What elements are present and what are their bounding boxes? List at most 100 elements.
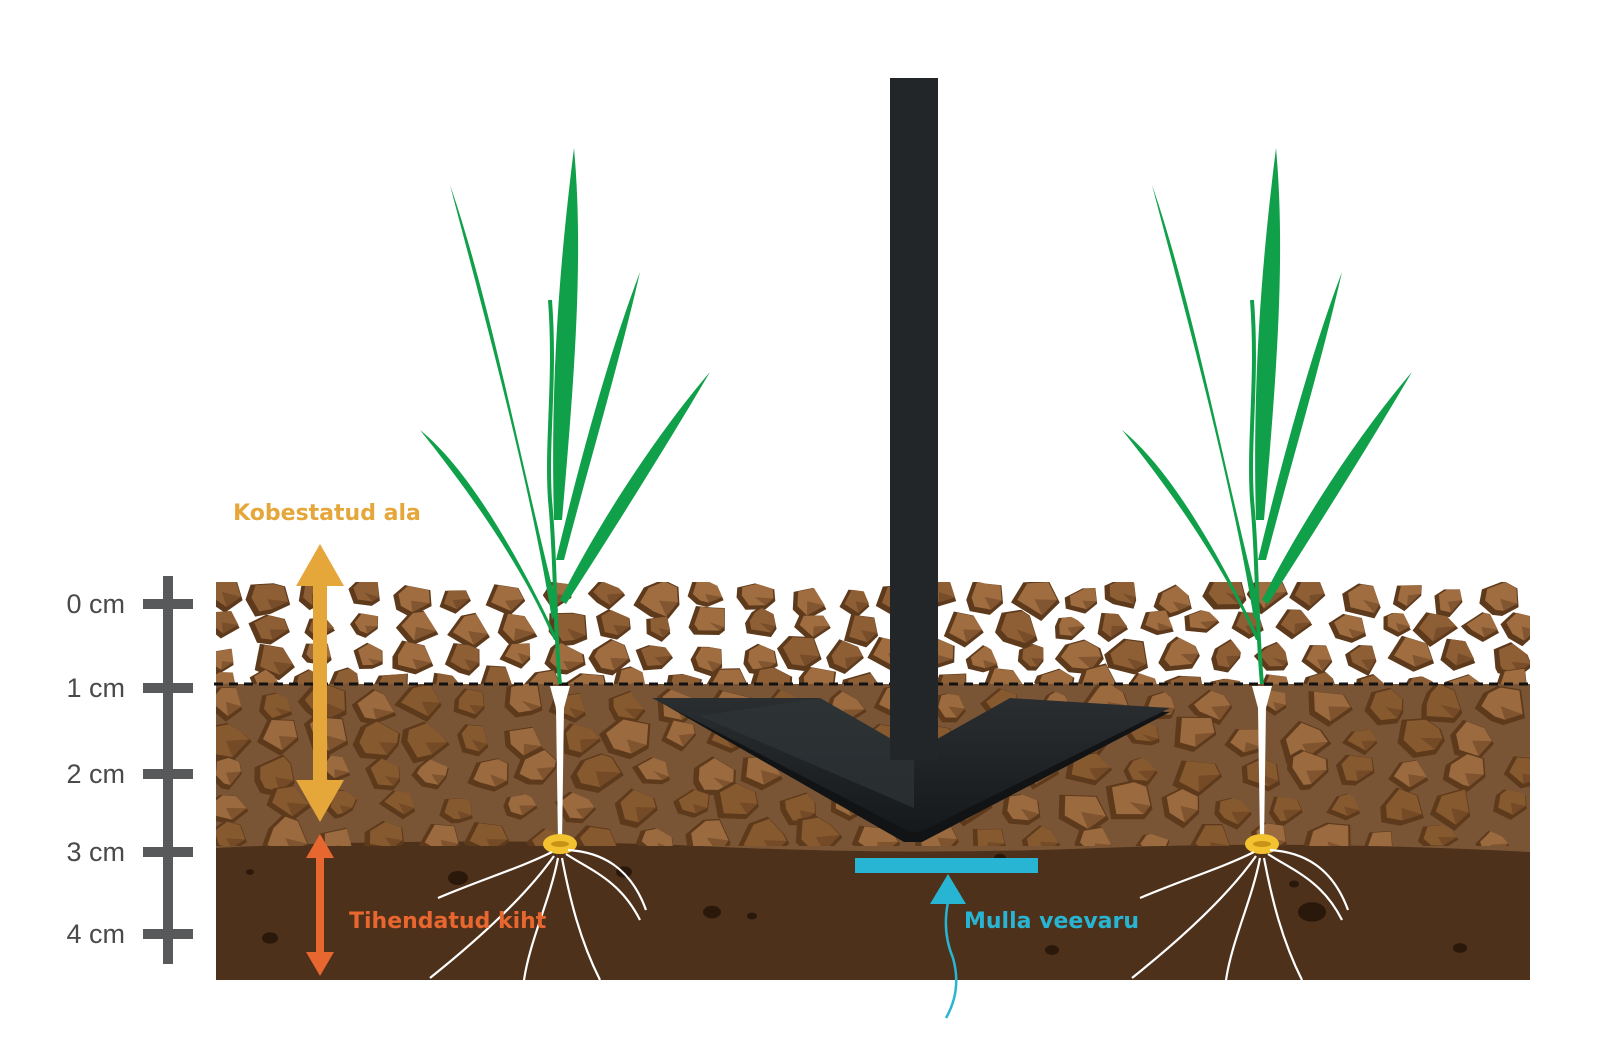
soil-clod-shade (760, 769, 781, 785)
soil-clod-shade (606, 593, 624, 606)
soil-clod-face (1285, 722, 1328, 759)
soil-clod-shade (373, 708, 395, 720)
soil-clod-face (444, 798, 472, 820)
water-reserve-arrow-stem (944, 901, 958, 1019)
soil-clod-shade (1209, 842, 1230, 846)
plant-root (1262, 857, 1303, 981)
loosened-zone-annotation: Kobestatud ala (233, 501, 421, 822)
soil-clod-face (637, 757, 669, 780)
soil-clod-face (1111, 782, 1151, 815)
soil-clod-face (509, 727, 542, 756)
soil-clod-shade (1317, 659, 1332, 672)
soil-clod-shade (1094, 843, 1112, 846)
soil-clod-shade (678, 733, 695, 747)
soil-clod-face (977, 829, 1005, 846)
soil-clod-shade (1180, 805, 1198, 823)
soil-clod-face (216, 611, 239, 634)
topsoil-clods (216, 582, 1530, 684)
soil-clod-face (369, 821, 403, 846)
soil-clod-shade (806, 601, 825, 616)
soil-clod-face (322, 755, 350, 779)
soil-clod-shade (367, 658, 382, 665)
soil-clod-shade (1361, 659, 1376, 672)
soil-clod-face (1498, 789, 1526, 815)
soil-clod-face (334, 668, 359, 684)
soil-clod-shade (1002, 683, 1006, 684)
soil-clod-face (576, 754, 621, 788)
plant-stem (1249, 299, 1264, 685)
soil-clod-shade (1244, 742, 1263, 753)
water-reserve-bar (855, 858, 1038, 873)
soil-clod-face (641, 645, 672, 666)
compacted-layer-label: Tihendatud kiht (349, 909, 547, 934)
soil-clod-shade (1500, 706, 1523, 720)
soil-clod-face (504, 643, 530, 664)
plant-root-stem (550, 686, 570, 842)
soil-clod-face (1273, 796, 1302, 822)
soil-clod-shade (855, 601, 869, 614)
soil-clod-shade (1500, 598, 1518, 611)
soil-clod-face (1110, 640, 1147, 670)
soil-clod-shade (1356, 770, 1374, 781)
scale-tick (143, 847, 193, 857)
soil-clod-face (262, 720, 298, 751)
soil-clod-shade (464, 659, 479, 671)
plant-root (560, 857, 601, 981)
soil-clod-face (1341, 755, 1374, 781)
soil-clod-face (641, 828, 673, 846)
soil-clod-face (267, 816, 308, 846)
soil-clod-face (847, 673, 879, 684)
soil-clod-shade (1361, 740, 1377, 751)
tool-blade-highlight (700, 698, 914, 808)
compacted-layer-annotation: Tihendatud kiht (306, 834, 547, 976)
soil-clod-shade (1067, 625, 1084, 636)
soil-clod-face (1506, 612, 1530, 641)
soil-clod-face (416, 759, 448, 785)
scale-tick-label: 4 cm (66, 919, 125, 949)
soil-clod-shade (505, 598, 524, 612)
soil-clod-face (216, 821, 246, 846)
soil-clod-face (1170, 676, 1202, 684)
plant-root (429, 855, 555, 979)
soil-clod-face (324, 828, 352, 846)
soil-clod-face (1164, 637, 1199, 667)
pebble (1298, 902, 1326, 922)
soil-clod-shade (1362, 599, 1380, 613)
soil-clod-shade (1077, 656, 1102, 670)
soil-clod-shade (334, 769, 350, 779)
soil-clod-shade (519, 805, 537, 816)
soil-clod-face (1039, 669, 1073, 684)
soil-clod-shade (937, 837, 958, 846)
soil-clod-face (1349, 645, 1376, 672)
soil-clod-face (554, 613, 586, 642)
tillage-tool (652, 78, 1170, 842)
soil-clod-shade (1034, 599, 1058, 616)
soil-clod-face (971, 582, 1002, 610)
soil-clod-shade (1464, 773, 1484, 787)
soil-clod-face (469, 823, 508, 846)
seed-groove (1253, 841, 1271, 847)
soil-clod-shade (536, 766, 555, 780)
soil-clod-face (1208, 582, 1245, 605)
soil-clod-face (594, 640, 629, 671)
soil-clod-face (1387, 612, 1411, 633)
soil-clod-shade (267, 599, 289, 610)
soil-clod-shade (513, 628, 536, 642)
soil-clod-face (618, 667, 645, 684)
soil-clod-shade (1157, 622, 1173, 631)
soil-clod-shade (1408, 774, 1427, 788)
soil-clod-shade (275, 707, 292, 715)
soil-clod-face (1145, 610, 1173, 631)
soil-clod-face (1347, 584, 1380, 613)
soil-clod-face (1360, 675, 1385, 684)
soil-clod-shade (285, 838, 308, 846)
soil-clod-face (695, 647, 722, 672)
soil-clod-face (1509, 757, 1530, 784)
soil-clod-face (1370, 689, 1403, 721)
soil-clod-shade (877, 841, 899, 846)
soil-clod-face (568, 673, 605, 684)
soil-clod-face (1403, 719, 1443, 753)
soil-clod-face (473, 759, 508, 787)
soil-clod-face (1456, 721, 1492, 756)
soil-clod-face (216, 648, 234, 670)
